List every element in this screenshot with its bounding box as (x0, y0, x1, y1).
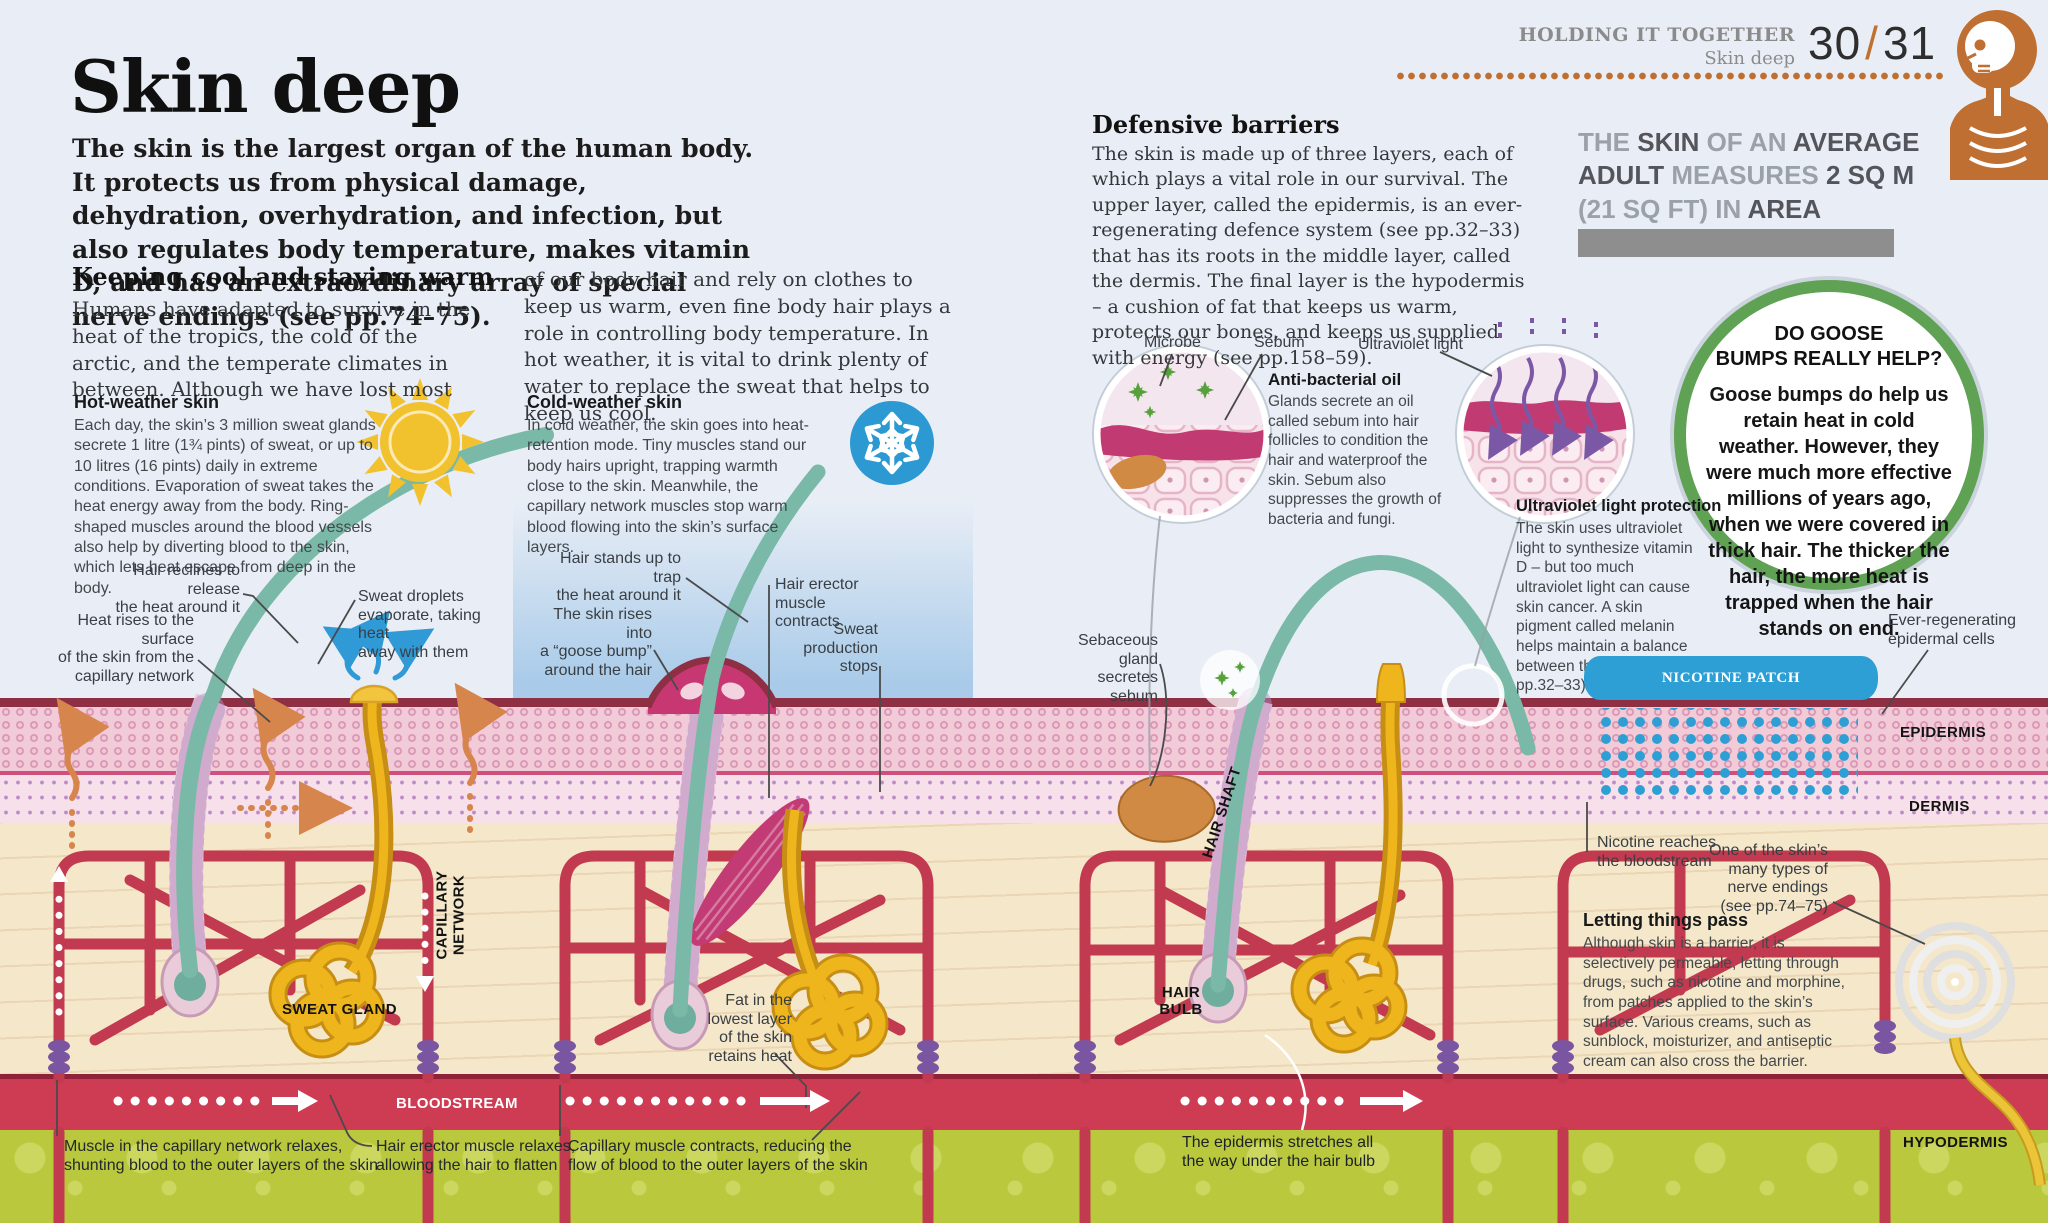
callout-hair-reclines: Hair reclines to release the heat around… (115, 562, 240, 617)
callout-sweat-stops: Sweat production stops (803, 621, 878, 676)
inset-circle-microbe-sebum (1092, 344, 1272, 524)
snowflake-icon (850, 401, 934, 485)
evaporation-arrows (322, 610, 435, 681)
cold-weather-body: In cold weather, the skin goes into heat… (527, 417, 809, 556)
defensive-heading: Defensive barriers (1092, 110, 1340, 139)
label-hypodermis: HYPODERMIS (1903, 1134, 2008, 1151)
callout-nicotine-reaches: Nicotine reaches the bloodstream (1597, 834, 1717, 870)
uv-protection-heading: Ultraviolet light protection (1516, 497, 1722, 515)
label-sweat-gland: SWEAT GLAND (282, 1001, 397, 1018)
letting-heading: Letting things pass (1583, 910, 1749, 930)
heat-arrows (56, 682, 508, 849)
header-kicker: HOLDING IT TOGETHER (1518, 24, 1795, 46)
fact-seg: OF AN (1699, 127, 1793, 157)
callout-heat-rises: Heat rises to the surface of the skin fr… (57, 612, 194, 686)
page-number-left: 30 (1808, 17, 1862, 69)
keeping-cool-col1: Humans have adapted to survive in the he… (72, 297, 471, 402)
leader-lines (56, 351, 1929, 1147)
callout-uv-light: Ultraviolet light (1358, 336, 1463, 353)
fact-seg: AREA (1747, 193, 1822, 224)
cold-hair (672, 464, 826, 1018)
label-epidermis: EPIDERMIS (1900, 724, 1987, 741)
hot-weather-body: Each day, the skin’s 3 million sweat gla… (74, 417, 376, 597)
annotation-muscle-relaxes: Muscle in the capillary network relaxes,… (64, 1138, 378, 1174)
callout-microbe: Microbe (1144, 334, 1201, 351)
letting-body: Although skin is a barrier, it is select… (1583, 935, 1845, 1071)
callout-sebum: Sebum (1254, 334, 1305, 351)
annotation-erector-relaxes: Hair erector muscle relaxes, allowing th… (376, 1138, 576, 1174)
skeleton-profile-icon (1950, 10, 2048, 180)
fact-seg: SKIN (1637, 127, 1700, 157)
hot-weather-heading: Hot-weather skin (74, 392, 220, 412)
callout-sebaceous: Sebaceous gland secretes sebum (1077, 632, 1158, 706)
hypodermis-band (0, 1130, 2048, 1223)
label-bloodstream: BLOODSTREAM (396, 1095, 518, 1112)
keeping-cool-heading: Keeping cool and staying warm (72, 262, 494, 291)
page-number-separator: / (1865, 17, 1879, 69)
antibacterial-body: Glands secrete an oil called sebum into … (1268, 393, 1442, 529)
sweat-droplet (349, 684, 399, 704)
cold-weather-heading: Cold-weather skin (527, 392, 683, 412)
annotation-epidermis-stretches: The epidermis stretches all the way unde… (1182, 1134, 1376, 1170)
goose-bumps-circle: DO GOOSE BUMPS REALLY HELP? Goose bumps … (1674, 280, 1984, 640)
nicotine-dots (1596, 708, 1858, 800)
blood-flow-arrows (50, 866, 434, 1016)
callout-ever-regenerating: Ever-regenerating epidermal cells (1888, 612, 2017, 648)
page-number-right: 31 (1882, 17, 1937, 69)
defensive-body: The skin is made up of three layers, eac… (1092, 143, 1525, 369)
keeping-cool-col2: of our body hair and rely on clothes to … (524, 267, 951, 425)
fact-seg: (21 SQ FT) IN (1578, 193, 1748, 224)
intro-paragraph: The skin is the largest organ of the hum… (72, 134, 754, 331)
callout-nerve-endings: One of the skin’s many types of nerve en… (1709, 842, 1828, 916)
page-numbers: 30/31 (1808, 16, 1936, 70)
fact-seg: MEASURES (1664, 160, 1826, 191)
antibacterial-heading: Anti-bacterial oil (1268, 370, 1402, 389)
nicotine-patch: NICOTINE PATCH (1584, 656, 1878, 700)
label-dermis: DERMIS (1909, 798, 1970, 815)
callout-skin-rises: The skin rises into a “goose bump” aroun… (539, 606, 652, 680)
goose-body: Goose bumps do help us retain heat in co… (1706, 384, 1952, 640)
callout-hair-stands: Hair stands up to trap the heat around i… (556, 550, 681, 605)
skin-area-fact: THE SKIN OF AN AVERAGE ADULT MEASURES 2 … (1578, 126, 1930, 226)
callout-fat-retains: Fat in the lowest layer of the skin reta… (707, 992, 792, 1066)
nerve-ending (1895, 922, 2046, 1186)
annotation-capillary-contracts: Capillary muscle contracts, reducing the… (568, 1138, 868, 1174)
label-hair-bulb: HAIR BULB (1159, 984, 1203, 1018)
skin-surface-line (0, 698, 2048, 707)
sun-icon (356, 378, 484, 506)
sebum-microbes (1200, 650, 1505, 727)
bloodstream-arrows (113, 1090, 1423, 1112)
right-hair (1210, 555, 1536, 993)
uv-target-circle (1441, 663, 1505, 727)
fact-seg: THE (1578, 127, 1638, 157)
uv-protection-body: The skin uses ultraviolet light to synth… (1516, 520, 1693, 695)
sebaceous-gland (1117, 774, 1216, 843)
sweat-glands (268, 663, 1408, 1071)
page-title: Skin deep (70, 44, 461, 129)
callout-erector-contracts: Hair erector muscle contracts (775, 576, 859, 631)
callout-sweat-droplets: Sweat droplets evaporate, taking heat aw… (358, 588, 481, 662)
label-capillary-network: CAPILLARY NETWORK (433, 870, 468, 960)
goose-heading: DO GOOSE BUMPS REALLY HELP? (1715, 323, 1943, 370)
header-subtitle: Skin deep (1704, 48, 1795, 69)
skin-strip-graphic (1578, 229, 1894, 257)
header-dotted-rule (1395, 72, 1945, 80)
fact-seg: 2 SQ M (1825, 160, 1915, 191)
fact-seg: AVERAGE ADULT (1578, 127, 1920, 191)
